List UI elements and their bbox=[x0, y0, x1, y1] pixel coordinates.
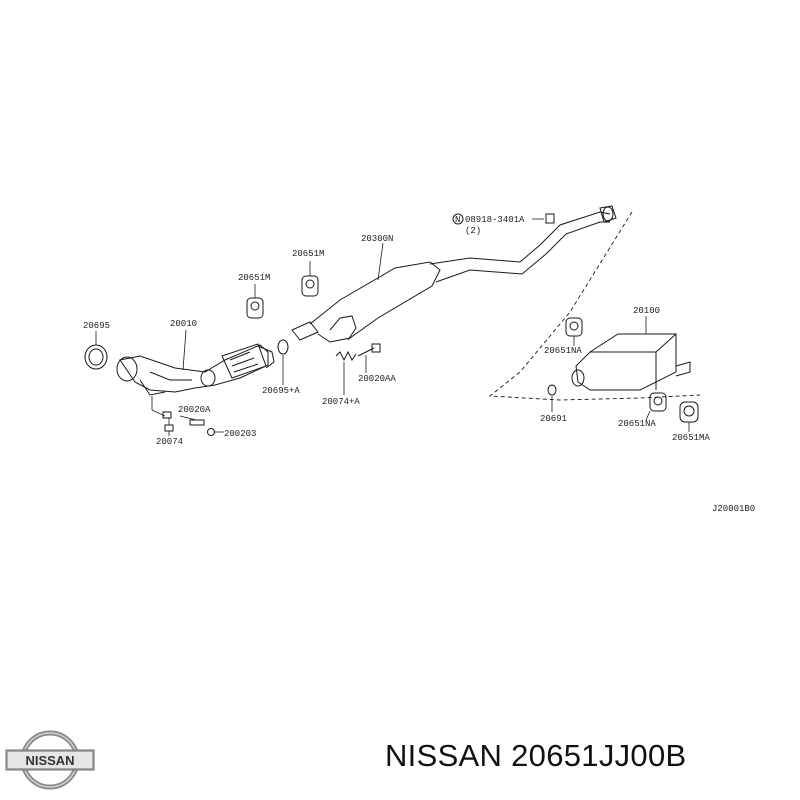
label-20695A: 20695+A bbox=[262, 386, 300, 396]
label-200203: 200203 bbox=[224, 429, 256, 439]
label-20300N: 20300N bbox=[361, 234, 393, 244]
label-08918-qty: (2) bbox=[465, 226, 481, 236]
label-20695: 20695 bbox=[83, 321, 110, 331]
label-20020AA: 20020AA bbox=[358, 374, 396, 384]
part-20010-front-tube bbox=[116, 329, 275, 396]
label-20074: 20074 bbox=[156, 437, 183, 447]
label-20651NA-b: 20651NA bbox=[618, 419, 656, 429]
label-20010: 20010 bbox=[170, 319, 197, 329]
svg-text:N: N bbox=[455, 215, 460, 225]
part-20100-rear-muffler bbox=[571, 316, 691, 391]
part-20020A-stud bbox=[151, 396, 224, 436]
label-20651MA: 20651MA bbox=[672, 433, 710, 443]
part-20651M-mount-lower bbox=[246, 284, 264, 319]
part-20651NA-mount-lower bbox=[645, 392, 667, 421]
part-20695-gasket-ring bbox=[84, 331, 108, 370]
part-20651MA-mount bbox=[679, 401, 699, 432]
label-20651M-b: 20651M bbox=[292, 249, 324, 259]
part-number-title: NISSAN 20651JJ00B bbox=[385, 738, 687, 773]
label-20020A: 20020A bbox=[178, 405, 211, 415]
label-20691: 20691 bbox=[540, 414, 567, 424]
part-08918-3401A-nut: N bbox=[452, 213, 555, 225]
part-20300N-center-muffler bbox=[291, 205, 617, 343]
svg-text:NISSAN: NISSAN bbox=[25, 753, 74, 768]
part-20691-ring bbox=[547, 384, 557, 412]
part-20020AA-bolt bbox=[357, 343, 381, 373]
part-20074A-spring bbox=[335, 350, 357, 395]
nissan-logo: NISSAN bbox=[5, 730, 95, 790]
label-20074A: 20074+A bbox=[322, 397, 360, 407]
part-20651M-mount-upper bbox=[301, 261, 319, 297]
label-20651NA-a: 20651NA bbox=[544, 346, 582, 356]
part-20651NA-mount-upper bbox=[565, 317, 583, 346]
rear-assembly-bracket bbox=[488, 211, 701, 401]
label-08918-3401A: 08918-3401A bbox=[465, 215, 525, 225]
label-20100: 20100 bbox=[633, 306, 660, 316]
part-20695A-gasket bbox=[277, 339, 289, 385]
diagram-reference-code: J20001B0 bbox=[712, 504, 755, 514]
label-20651M-a: 20651M bbox=[238, 273, 270, 283]
